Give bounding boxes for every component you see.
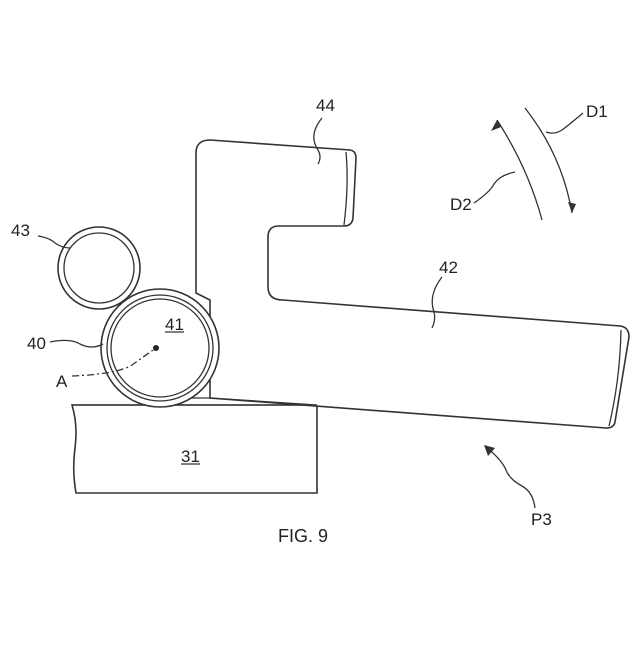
label-43: 43 xyxy=(11,221,30,240)
view-arrow-p3 xyxy=(484,445,535,508)
lever-body-42-44 xyxy=(196,140,629,428)
direction-arrows-d1-d2 xyxy=(491,108,576,220)
leader-d1 xyxy=(546,113,583,133)
label-d2: D2 xyxy=(450,195,472,214)
label-p3: P3 xyxy=(531,510,552,529)
label-41: 41 xyxy=(165,315,184,334)
leader-40 xyxy=(50,340,103,347)
roller-40 xyxy=(101,289,219,407)
label-a: A xyxy=(56,372,68,391)
label-d1: D1 xyxy=(586,102,608,121)
label-44: 44 xyxy=(316,96,335,115)
label-31: 31 xyxy=(181,447,200,466)
label-42: 42 xyxy=(439,258,458,277)
label-40: 40 xyxy=(27,334,46,353)
figure-caption: FIG. 9 xyxy=(278,526,328,546)
roller-43 xyxy=(58,227,140,309)
leader-d2 xyxy=(474,172,515,203)
